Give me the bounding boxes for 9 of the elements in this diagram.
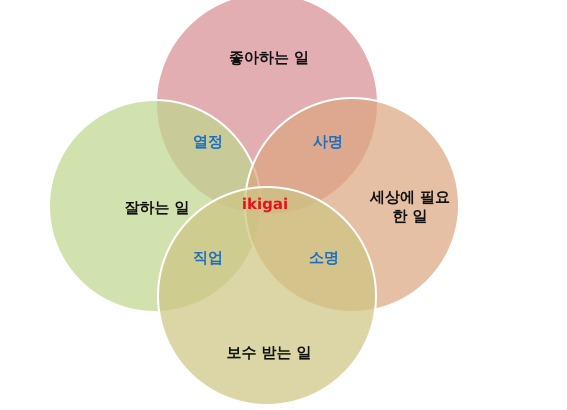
circle-label: 보수 받는 일 [225, 344, 313, 362]
overlap-label: 직업 [193, 248, 223, 268]
overlap-label: 열정 [193, 132, 223, 152]
circle-label: 좋아하는 일 [228, 48, 310, 68]
overlap-label: 사명 [313, 132, 343, 152]
overlap-label: 소명 [309, 248, 339, 268]
center-label: ikigai [242, 195, 288, 213]
circle-label: 세상에 필요한 일 [368, 188, 452, 226]
circle-label: 잘하는 일 [123, 198, 191, 218]
